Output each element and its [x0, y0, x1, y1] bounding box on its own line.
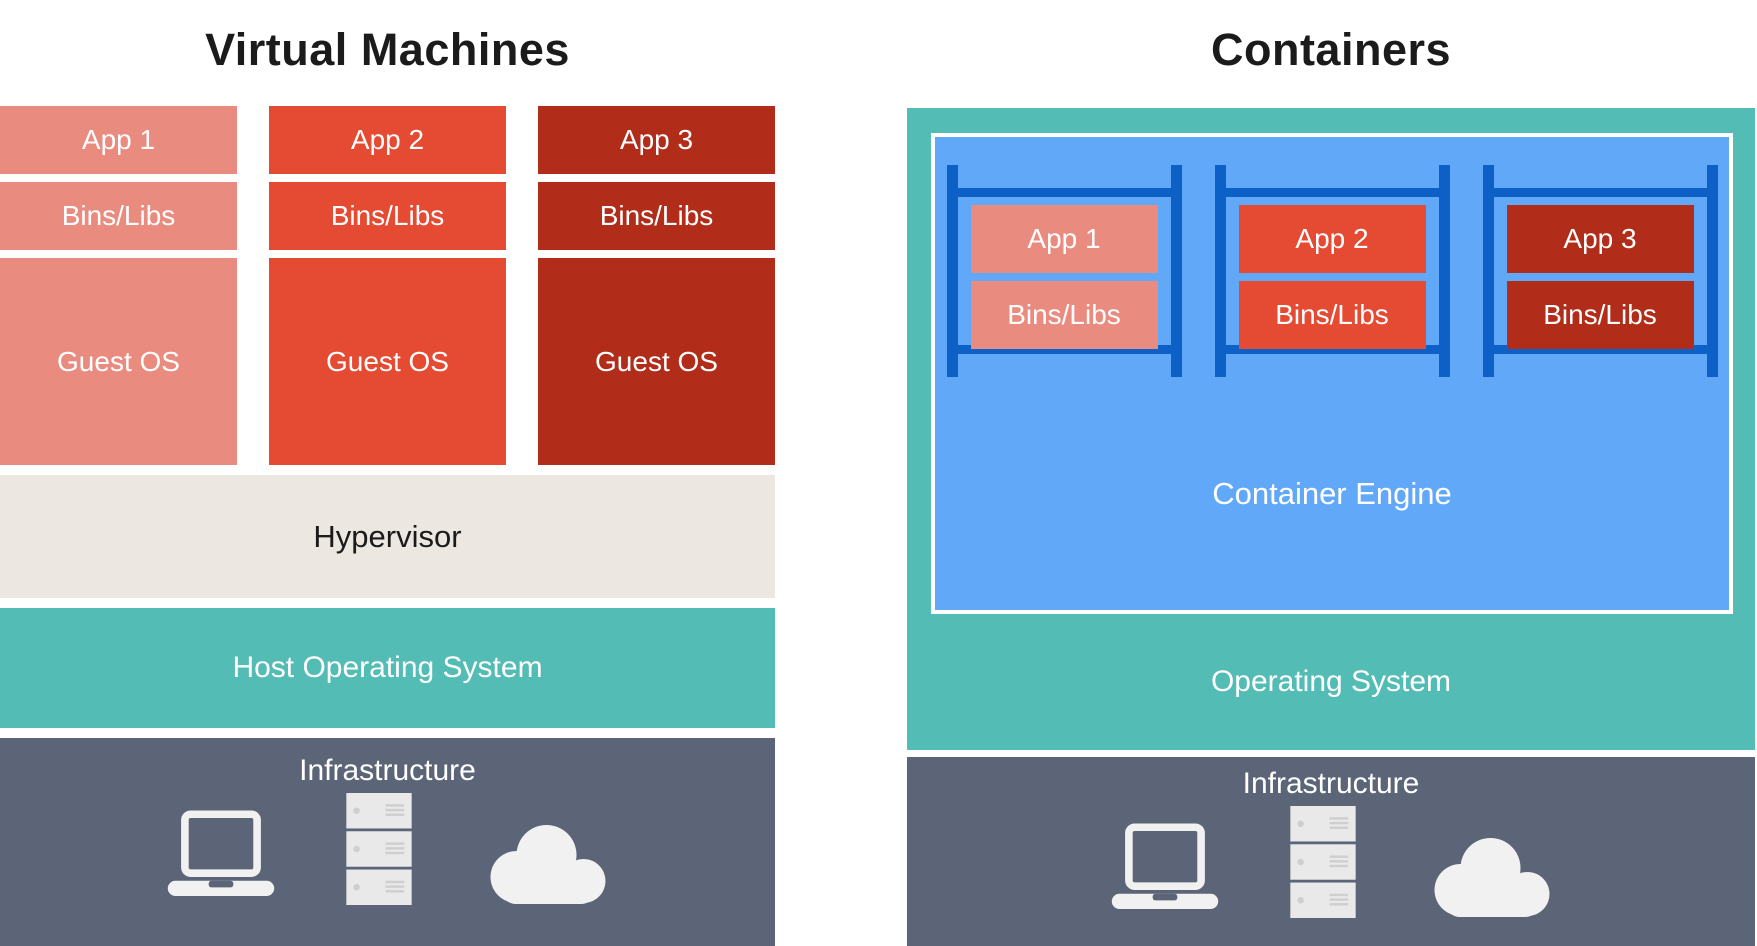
- rack-post-right-icon: [1438, 165, 1450, 377]
- server-icon: [334, 793, 424, 905]
- vm-infrastructure-layer: Infrastructure: [0, 738, 775, 946]
- rack-top-bar-icon: [1225, 188, 1439, 197]
- container-bins2-box: Bins/Libs: [1238, 281, 1426, 349]
- rack-post-left-icon: [946, 165, 958, 377]
- rack-post-left-icon: [1214, 165, 1226, 377]
- vm-app3-box: App 3: [538, 106, 775, 174]
- container-app2-box: App 2: [1238, 205, 1426, 273]
- container-app1-box: App 1: [970, 205, 1158, 273]
- vm-infrastructure-label: Infrastructure: [299, 754, 476, 787]
- container-racks-row: App 1 Bins/Libs App 2 Bins/Libs App 3 Bi…: [935, 165, 1729, 377]
- laptop-icon: [164, 809, 278, 905]
- vm-app2-box: App 2: [269, 106, 506, 174]
- rack-post-right-icon: [1706, 165, 1718, 377]
- container-bins1-box: Bins/Libs: [970, 281, 1158, 349]
- laptop-icon: [1108, 822, 1222, 918]
- vm-guest-os1-box: Guest OS: [0, 258, 237, 465]
- vm-bins1-box: Bins/Libs: [0, 182, 237, 250]
- vm-guest-os2-box: Guest OS: [269, 258, 506, 465]
- container-rack-1: App 1 Bins/Libs: [946, 165, 1182, 377]
- vm-panel-title: Virtual Machines: [205, 24, 570, 75]
- hypervisor-layer: Hypervisor: [0, 475, 775, 598]
- containers-os-host-box: App 1 Bins/Libs App 2 Bins/Libs App 3 Bi…: [907, 108, 1755, 750]
- container-bins3-box: Bins/Libs: [1506, 281, 1694, 349]
- rack-bottom-bar-icon: [1493, 345, 1707, 354]
- rack-top-bar-icon: [957, 188, 1171, 197]
- container-rack-2: App 2 Bins/Libs: [1214, 165, 1450, 377]
- vm-bins3-box: Bins/Libs: [538, 182, 775, 250]
- server-icon: [1278, 806, 1368, 918]
- containers-infrastructure-icons: [1108, 806, 1555, 918]
- containers-infrastructure-layer: Infrastructure: [907, 757, 1755, 946]
- cloud-icon: [480, 821, 611, 905]
- rack-post-left-icon: [1482, 165, 1494, 377]
- container-engine-label: Container Engine: [1212, 475, 1452, 511]
- rack-bottom-bar-icon: [957, 345, 1171, 354]
- container-engine-box: App 1 Bins/Libs App 2 Bins/Libs App 3 Bi…: [931, 133, 1733, 614]
- host-os-layer: Host Operating System: [0, 608, 775, 728]
- vm-bins2-box: Bins/Libs: [269, 182, 506, 250]
- operating-system-label: Operating System: [1210, 665, 1452, 698]
- container-app3-box: App 3: [1506, 205, 1694, 273]
- rack-post-right-icon: [1170, 165, 1182, 377]
- vm-guest-os3-box: Guest OS: [538, 258, 775, 465]
- rack-top-bar-icon: [1493, 188, 1707, 197]
- rack-bottom-bar-icon: [1225, 345, 1439, 354]
- vm-app1-box: App 1: [0, 106, 237, 174]
- vm-infrastructure-icons: [164, 793, 611, 905]
- cloud-icon: [1424, 834, 1555, 918]
- container-rack-3: App 3 Bins/Libs: [1482, 165, 1718, 377]
- containers-panel-title: Containers: [1210, 24, 1452, 75]
- containers-infrastructure-label: Infrastructure: [1242, 767, 1420, 800]
